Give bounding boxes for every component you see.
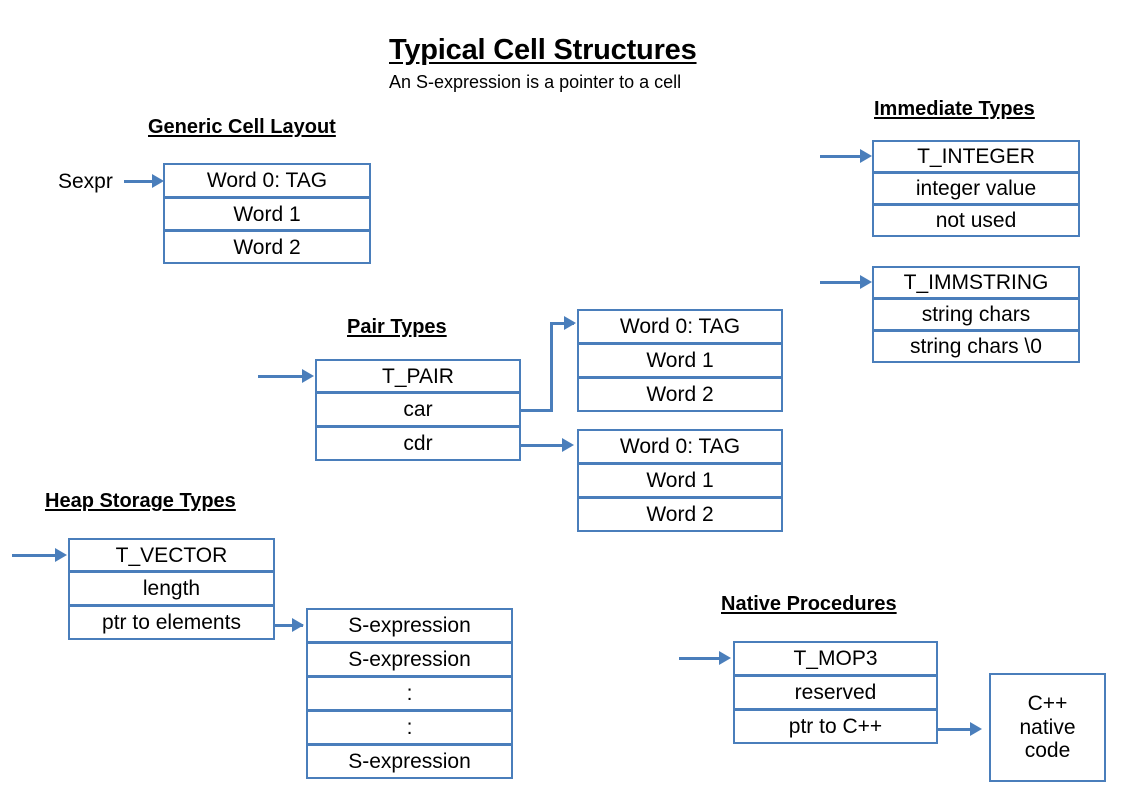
vector-cell-arrow-line bbox=[12, 554, 62, 557]
mop-cell-arrow-line bbox=[679, 657, 727, 660]
native-code-box: C++ native code bbox=[989, 673, 1106, 782]
car-target-row-1: Word 1 bbox=[577, 343, 783, 378]
integer-cell-row-2: not used bbox=[872, 204, 1080, 237]
elements-array-row-0: S-expression bbox=[306, 608, 513, 643]
immstring-cell-arrow-head bbox=[860, 275, 872, 289]
native-code-line-1: native bbox=[1019, 715, 1076, 739]
immstring-cell-arrow-line bbox=[820, 281, 868, 284]
cdr-connector-line bbox=[519, 444, 571, 447]
cdr-target-row-0: Word 0: TAG bbox=[577, 429, 783, 464]
cdr-target-row-2: Word 2 bbox=[577, 497, 783, 532]
vector-cell-row-ptr: ptr to elements bbox=[68, 605, 275, 640]
mop-cell-row-ptr: ptr to C++ bbox=[733, 709, 938, 744]
immediate-integer-cell-box: T_INTEGER integer value not used bbox=[872, 140, 1080, 237]
native-code-line-2: code bbox=[1024, 739, 1071, 763]
mop-cell-box: T_MOP3 reserved ptr to C++ bbox=[733, 641, 938, 744]
cdr-target-cell-box: Word 0: TAG Word 1 Word 2 bbox=[577, 429, 783, 532]
pair-cell-row-tag: T_PAIR bbox=[315, 359, 521, 393]
elements-connector-arrow-head bbox=[292, 618, 304, 632]
elements-connector-line bbox=[273, 624, 303, 627]
generic-cell-row-0: Word 0: TAG bbox=[163, 163, 371, 198]
car-target-row-2: Word 2 bbox=[577, 377, 783, 412]
vector-cell-row-tag: T_VECTOR bbox=[68, 538, 275, 572]
car-connector-segment-h2 bbox=[550, 322, 574, 325]
native-code-line-0: C++ bbox=[1027, 692, 1068, 716]
section-heading-generic-cell-layout: Generic Cell Layout bbox=[148, 116, 336, 138]
pair-cell-arrow-line bbox=[258, 375, 308, 378]
pair-cell-row-car: car bbox=[315, 392, 521, 427]
mop-cell-row-tag: T_MOP3 bbox=[733, 641, 938, 676]
pair-cell-box: T_PAIR car cdr bbox=[315, 359, 521, 461]
integer-cell-row-1: integer value bbox=[872, 172, 1080, 205]
section-heading-native-procedures: Native Procedures bbox=[721, 593, 897, 615]
section-heading-pair-types: Pair Types bbox=[347, 316, 447, 338]
elements-array-row-4: S-expression bbox=[306, 744, 513, 779]
car-connector-segment-h1 bbox=[519, 409, 553, 412]
car-target-row-0: Word 0: TAG bbox=[577, 309, 783, 344]
elements-array-row-3: : bbox=[306, 710, 513, 745]
integer-cell-arrow-head bbox=[860, 149, 872, 163]
page-title: Typical Cell Structures bbox=[389, 34, 697, 66]
generic-cell-row-1: Word 1 bbox=[163, 197, 371, 231]
car-connector-segment-v bbox=[550, 322, 553, 412]
sexpr-arrow-line bbox=[124, 180, 160, 183]
mop-cell-arrow-head bbox=[719, 651, 731, 665]
immstring-cell-row-2: string chars \0 bbox=[872, 330, 1080, 363]
section-heading-immediate-types: Immediate Types bbox=[874, 98, 1035, 120]
generic-cell-row-2: Word 2 bbox=[163, 230, 371, 264]
cdr-connector-arrow-head bbox=[562, 438, 574, 452]
section-heading-heap-storage-types: Heap Storage Types bbox=[45, 490, 236, 512]
car-connector-arrow-head bbox=[564, 316, 576, 330]
integer-cell-arrow-line bbox=[820, 155, 868, 158]
vector-cell-box: T_VECTOR length ptr to elements bbox=[68, 538, 275, 640]
vector-cell-arrow-head bbox=[55, 548, 67, 562]
mop-cell-row-reserved: reserved bbox=[733, 675, 938, 710]
pair-cell-arrow-head bbox=[302, 369, 314, 383]
elements-array-row-2: : bbox=[306, 676, 513, 711]
page-subtitle: An S-expression is a pointer to a cell bbox=[389, 72, 682, 92]
native-code-connector-line bbox=[936, 728, 978, 731]
sexpr-arrow-head bbox=[152, 174, 164, 188]
pair-cell-row-cdr: cdr bbox=[315, 426, 521, 461]
generic-cell-box: Word 0: TAG Word 1 Word 2 bbox=[163, 163, 371, 264]
sexpr-pointer-label: Sexpr bbox=[58, 170, 113, 193]
car-target-cell-box: Word 0: TAG Word 1 Word 2 bbox=[577, 309, 783, 412]
elements-array-row-1: S-expression bbox=[306, 642, 513, 677]
native-code-block: C++ native code bbox=[989, 673, 1106, 782]
vector-cell-row-length: length bbox=[68, 571, 275, 606]
immstring-cell-row-0: T_IMMSTRING bbox=[872, 266, 1080, 299]
integer-cell-row-0: T_INTEGER bbox=[872, 140, 1080, 173]
immediate-immstring-cell-box: T_IMMSTRING string chars string chars \0 bbox=[872, 266, 1080, 363]
cdr-target-row-1: Word 1 bbox=[577, 463, 783, 498]
native-code-connector-arrow-head bbox=[970, 722, 982, 736]
elements-array-box: S-expression S-expression : : S-expressi… bbox=[306, 608, 513, 779]
immstring-cell-row-1: string chars bbox=[872, 298, 1080, 331]
